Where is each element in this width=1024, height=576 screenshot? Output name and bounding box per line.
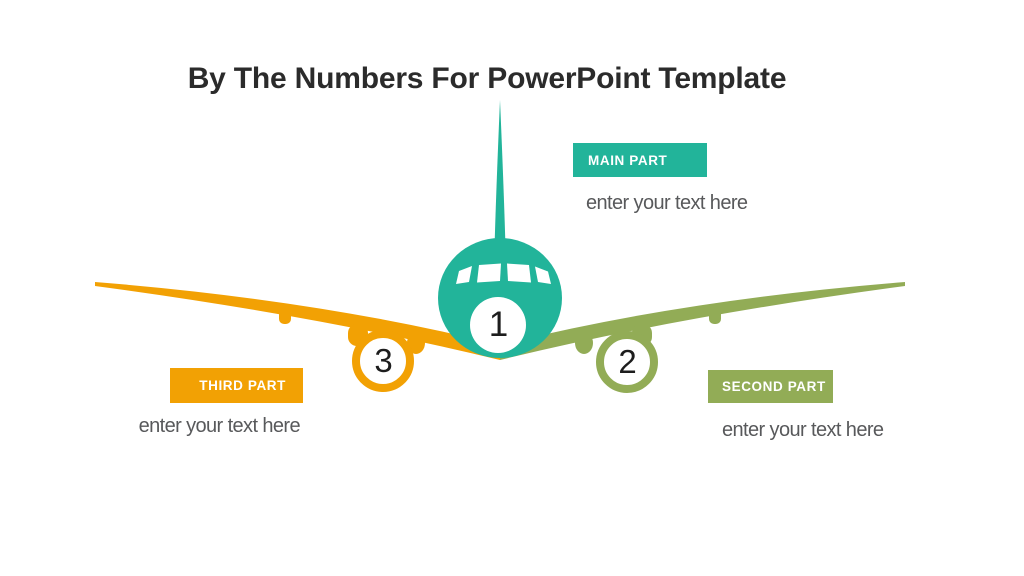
number-badge-main-value: 1: [488, 305, 508, 344]
third-part-tag: THIRD PART: [170, 368, 303, 403]
number-badge-second: 2: [596, 331, 658, 393]
third-part-placeholder-text: enter your text here: [138, 415, 301, 437]
number-badge-second-value: 2: [618, 343, 636, 380]
number-badge-third-value: 3: [374, 342, 392, 379]
cockpit-window-pane-1: [456, 266, 472, 284]
cockpit-window-pane-4: [535, 266, 551, 284]
left-wing-shape: [95, 282, 500, 360]
main-part-tag-label: MAIN PART: [588, 152, 668, 168]
second-part-tag: SECOND PART: [708, 370, 833, 403]
right-wing-shape: [500, 282, 905, 360]
cockpit-window-pane-3: [507, 263, 531, 283]
right-flap-fairing-shape: [709, 309, 721, 324]
third-part-tag-label: THIRD PART: [199, 378, 286, 393]
left-flap-fairing-shape: [279, 309, 291, 324]
main-part-placeholder-text: enter your text here: [586, 192, 748, 214]
number-badge-main: 1: [470, 297, 526, 353]
tail-fin-shape: [494, 100, 506, 248]
number-badge-third: 3: [352, 330, 414, 392]
cockpit-window-pane-2: [477, 263, 501, 283]
second-part-tag-label: SECOND PART: [722, 379, 826, 394]
page-title: By The Numbers For PowerPoint Template: [187, 62, 787, 96]
second-part-placeholder-text: enter your text here: [722, 419, 884, 441]
main-part-tag: MAIN PART: [573, 143, 707, 177]
right-gear-fairing-shape: [575, 332, 593, 354]
